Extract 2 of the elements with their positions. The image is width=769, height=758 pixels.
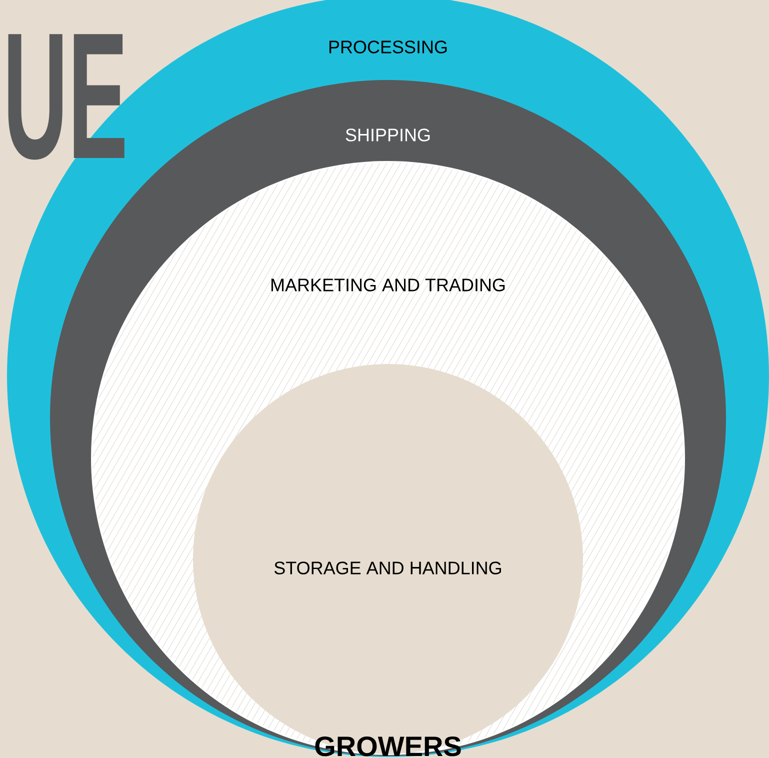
base-label: GROWERS — [315, 736, 461, 756]
node-label: STORAGE AND HANDLING — [274, 562, 501, 574]
